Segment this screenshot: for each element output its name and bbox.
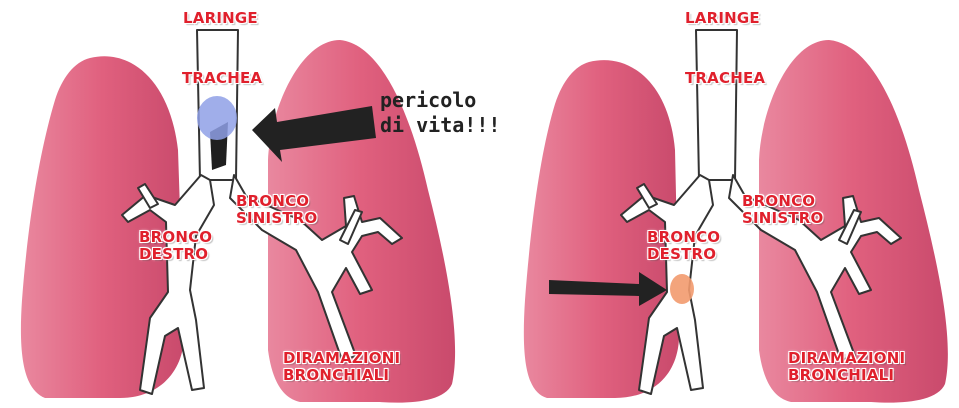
warning-text: pericolo di vita!!! [380,88,500,138]
label-bronco-sinistro-line1: BRONCO [236,193,317,210]
warning-line1: pericolo [380,88,500,113]
blockage-marker [197,96,237,140]
right-lungs-diagram [489,0,959,408]
blockage-marker [670,274,694,304]
left-lungs-diagram [0,0,470,408]
label-diramazioni-bronchiali: DIRAMAZIONI BRONCHIALI [788,350,905,384]
left-panel: LARINGE TRACHEA BRONCO SINISTRO BRONCO D… [0,0,470,408]
label-bronco-destro: BRONCO DESTRO [139,229,212,263]
warning-line2: di vita!!! [380,113,500,138]
label-trachea: TRACHEA [182,70,262,87]
label-diramazioni-line2: BRONCHIALI [788,367,905,384]
label-diramazioni-line1: DIRAMAZIONI [283,350,400,367]
label-diramazioni-line2: BRONCHIALI [283,367,400,384]
label-bronco-sinistro-line1: BRONCO [742,193,823,210]
label-diramazioni-bronchiali: DIRAMAZIONI BRONCHIALI [283,350,400,384]
label-bronco-sinistro-line2: SINISTRO [236,210,317,227]
label-bronco-sinistro: BRONCO SINISTRO [742,193,823,227]
right-panel: LARINGE TRACHEA BRONCO SINISTRO BRONCO D… [489,0,959,408]
label-bronco-sinistro-line2: SINISTRO [742,210,823,227]
label-bronco-destro: BRONCO DESTRO [647,229,720,263]
label-bronco-destro-line2: DESTRO [647,246,720,263]
label-laringe: LARINGE [685,10,760,27]
label-bronco-destro-line1: BRONCO [139,229,212,246]
label-bronco-destro-line1: BRONCO [647,229,720,246]
label-trachea: TRACHEA [685,70,765,87]
label-laringe: LARINGE [183,10,258,27]
label-diramazioni-line1: DIRAMAZIONI [788,350,905,367]
label-bronco-sinistro: BRONCO SINISTRO [236,193,317,227]
label-bronco-destro-line2: DESTRO [139,246,212,263]
